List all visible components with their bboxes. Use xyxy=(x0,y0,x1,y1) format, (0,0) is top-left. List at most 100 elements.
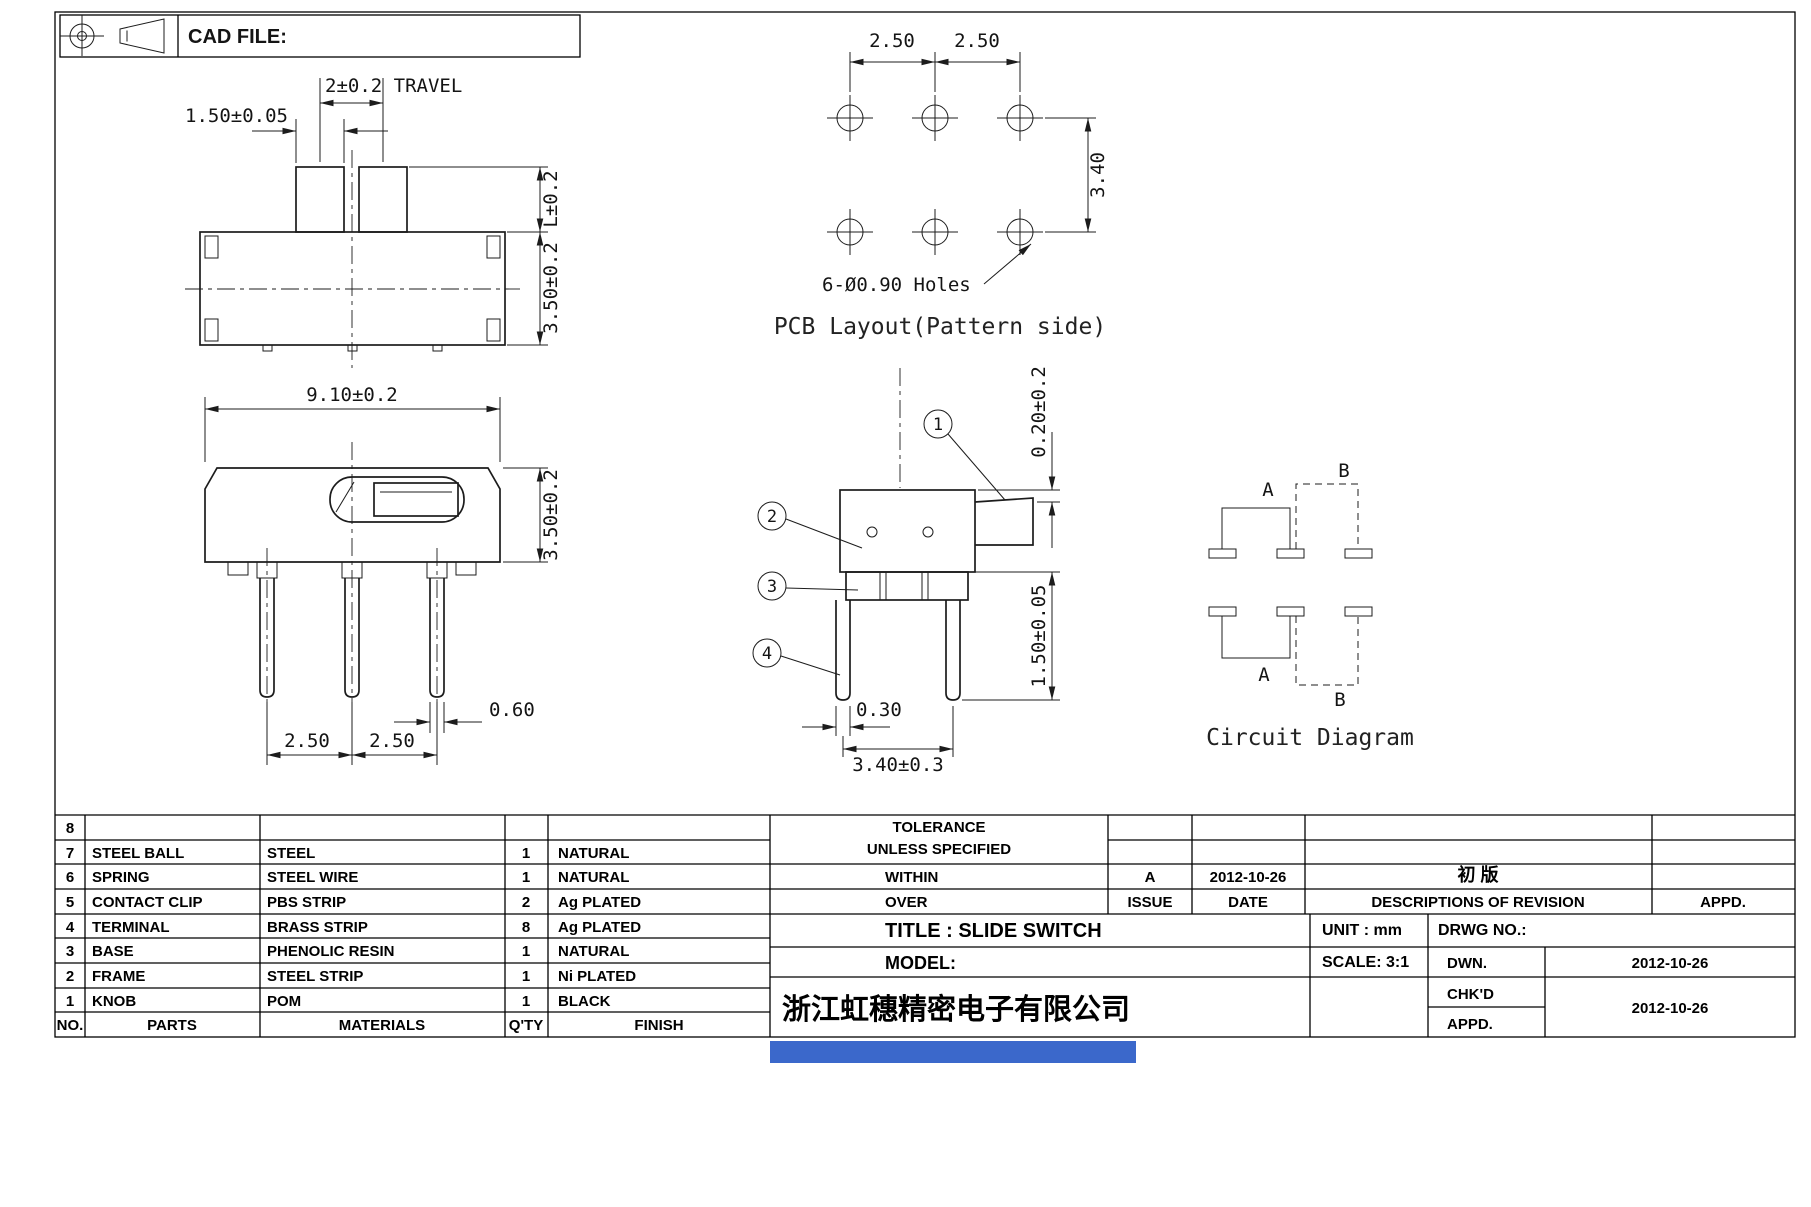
circuit-caption: Circuit Diagram xyxy=(1206,725,1414,751)
dim-hole-pitch-1: 2.50 xyxy=(869,30,915,52)
col-header-no: NO. xyxy=(57,1017,84,1034)
dim-knob-width: 1.50±0.05 xyxy=(185,105,288,127)
front-view: 9.10±0.2 3.50±0.2 0.60 xyxy=(204,384,562,765)
circuit-label-b-bottom: B xyxy=(1334,689,1345,711)
scale-label: SCALE: 3:1 xyxy=(1322,954,1409,971)
pcb-holes xyxy=(827,95,1043,255)
part-name: BASE xyxy=(92,943,134,960)
callout-1-label: 1 xyxy=(933,415,943,435)
col-header-parts: PARTS xyxy=(147,1017,197,1034)
part-no: 4 xyxy=(66,919,75,936)
projection-circle-icon xyxy=(60,15,104,56)
dim-body-width: 9.10±0.2 xyxy=(306,384,398,406)
part-name: TERMINAL xyxy=(92,919,170,936)
dim-pin-pitch-2: 2.50 xyxy=(369,730,415,752)
part-material: BRASS STRIP xyxy=(267,919,368,936)
callout-4-label: 4 xyxy=(762,644,772,664)
part-finish: NATURAL xyxy=(558,869,629,886)
dim-pin-width: 0.60 xyxy=(489,699,535,721)
appd-label: APPD. xyxy=(1447,1016,1493,1033)
holes-note: 6-Ø0.90 Holes xyxy=(822,274,971,296)
revision-label: DESCRIPTIONS OF REVISION xyxy=(1371,894,1584,911)
tolerance-line2: UNLESS SPECIFIED xyxy=(867,841,1011,858)
part-qty: 1 xyxy=(522,869,530,886)
part-material: PBS STRIP xyxy=(267,894,346,911)
callout-3-label: 3 xyxy=(767,577,777,597)
col-header-qty: Q'TY xyxy=(509,1017,543,1034)
part-finish: BLACK xyxy=(558,993,611,1010)
model-label: MODEL: xyxy=(885,953,956,973)
dim-travel: 2±0.2 TRAVEL xyxy=(325,75,462,97)
part-no: 6 xyxy=(66,869,74,886)
dim-depth: 3.40±0.3 xyxy=(852,754,944,776)
circuit-diagram: A B A B Circuit Diagram xyxy=(1206,460,1414,751)
part-name: FRAME xyxy=(92,968,145,985)
part-no: 8 xyxy=(66,820,74,837)
dim-pin-pitch-1: 2.50 xyxy=(284,730,330,752)
part-finish: Ni PLATED xyxy=(558,968,636,985)
dim-body-height: 3.50±0.2 xyxy=(540,242,562,334)
appd-header-label: APPD. xyxy=(1700,894,1746,911)
callout-4: 4 xyxy=(752,638,841,676)
dim-knob-height: L±0.2 xyxy=(540,170,562,227)
chkd-date: 2012-10-26 xyxy=(1632,1000,1709,1017)
circuit-label-a-top: A xyxy=(1262,479,1274,501)
selection-highlight xyxy=(770,1041,1136,1063)
dwn-label: DWN. xyxy=(1447,955,1487,972)
part-qty: 2 xyxy=(522,894,530,911)
callout-2-label: 2 xyxy=(767,507,777,527)
part-no: 2 xyxy=(66,968,74,985)
part-material: PHENOLIC RESIN xyxy=(267,943,395,960)
part-finish: Ag PLATED xyxy=(558,919,641,936)
part-material: STEEL WIRE xyxy=(267,869,358,886)
drawing-title: TITLE : SLIDE SWITCH xyxy=(885,920,1102,942)
date-label: DATE xyxy=(1228,894,1268,911)
over-label: OVER xyxy=(885,894,928,911)
col-header-materials: MATERIALS xyxy=(339,1017,425,1034)
date-value: 2012-10-26 xyxy=(1210,869,1287,886)
part-name: CONTACT CLIP xyxy=(92,894,203,911)
callout-3: 3 xyxy=(757,571,859,601)
part-material: POM xyxy=(267,993,301,1010)
part-name: SPRING xyxy=(92,869,150,886)
part-qty: 1 xyxy=(522,845,530,862)
part-no: 7 xyxy=(66,845,74,862)
within-label: WITHIN xyxy=(885,869,938,886)
part-no: 5 xyxy=(66,894,74,911)
part-qty: 1 xyxy=(522,968,530,985)
col-header-finish: FINISH xyxy=(634,1017,683,1034)
tolerance-line1: TOLERANCE xyxy=(892,819,985,836)
part-qty: 8 xyxy=(522,919,530,936)
part-finish: NATURAL xyxy=(558,943,629,960)
dim-row-pitch: 3.40 xyxy=(1087,152,1109,198)
top-view: 2±0.2 TRAVEL 1.50±0.05 L±0.2 3.50±0.2 xyxy=(185,75,562,368)
callout-1: 1 xyxy=(923,409,1006,501)
dim-pin-thickness: 0.30 xyxy=(856,699,902,721)
sheet-frame: CAD FILE: xyxy=(54,11,1796,1038)
cad-file-label: CAD FILE: xyxy=(188,26,287,48)
pcb-layout-view: 2.50 2.50 3.40 6-Ø0.90 Holes PCB Layout(… xyxy=(774,30,1109,340)
revision-value: 初 版 xyxy=(1457,864,1498,885)
circuit-label-a-bottom: A xyxy=(1258,664,1270,686)
part-name: STEEL BALL xyxy=(92,845,184,862)
part-name: KNOB xyxy=(92,993,136,1010)
part-material: STEEL STRIP xyxy=(267,968,363,985)
part-finish: NATURAL xyxy=(558,845,629,862)
part-no: 1 xyxy=(66,993,74,1010)
part-qty: 1 xyxy=(522,993,530,1010)
projection-cone-icon xyxy=(119,18,165,54)
dwn-date: 2012-10-26 xyxy=(1632,955,1709,972)
part-finish: Ag PLATED xyxy=(558,894,641,911)
part-qty: 1 xyxy=(522,943,530,960)
dim-hole-pitch-2: 2.50 xyxy=(954,30,1000,52)
company-name: 浙江虹穗精密电子有限公司 xyxy=(782,992,1130,1026)
dim-knob-gap: 0.20±0.2 xyxy=(1028,366,1050,458)
issue-value: A xyxy=(1145,869,1156,886)
callout-2: 2 xyxy=(757,501,863,549)
dim-front-height: 3.50±0.2 xyxy=(540,469,562,561)
table-grid xyxy=(55,814,1795,1037)
title-block: TOLERANCE UNLESS SPECIFIED WITHIN A 2012… xyxy=(782,819,1746,1033)
dim-terminal-length: 1.50±0.05 xyxy=(1028,585,1050,688)
parts-table: 8 7 STEEL BALL STEEL 1 NATURAL 6 SPRING … xyxy=(57,820,684,1034)
